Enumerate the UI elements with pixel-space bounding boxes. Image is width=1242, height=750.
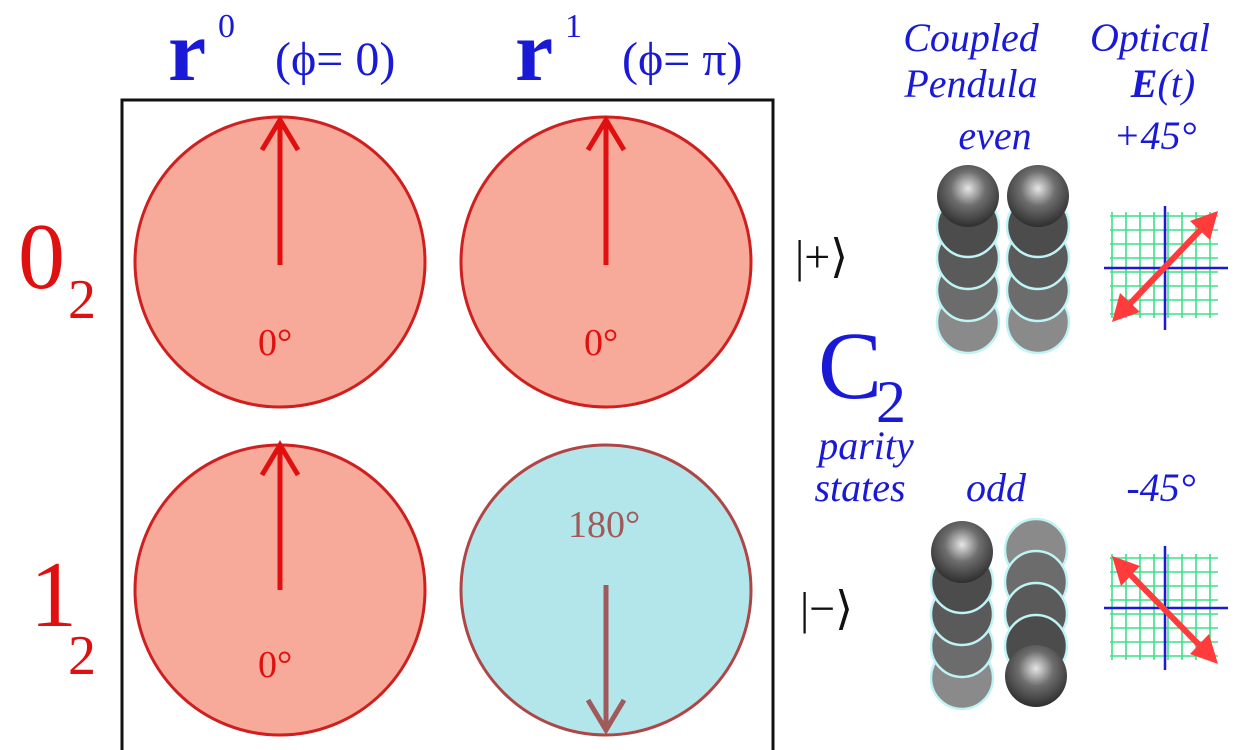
group-label-main: C <box>818 318 882 414</box>
pendula-odd-label: odd <box>946 468 1046 508</box>
col1-r-symbol: r <box>515 8 553 94</box>
pendula-even-label: even <box>940 116 1050 156</box>
optical-plus-angle: +45° <box>1090 116 1220 156</box>
optical-time-arg: (t) <box>1157 61 1195 106</box>
ket-minus: |−⟩ <box>800 586 853 632</box>
optical-title-line2: E(t) <box>1108 64 1218 104</box>
optical-field-symbol: E <box>1131 61 1158 106</box>
pendula-title-line2: Pendula <box>896 64 1046 104</box>
col0-phase-label: (ϕ= 0) <box>275 36 395 84</box>
disc-r0-row1 <box>135 445 425 735</box>
disc-r1-row1 <box>461 445 751 735</box>
pendula-even <box>937 165 1069 353</box>
field-plot-plus45 <box>1104 206 1228 330</box>
ket-plus: |+⟩ <box>795 234 848 280</box>
field-plot-minus45 <box>1104 546 1228 670</box>
col1-phase-label: (ϕ= π) <box>622 36 743 84</box>
row1-sub-label: 2 <box>68 628 96 684</box>
parity-label-line2: states <box>790 468 930 508</box>
optical-minus-angle: -45° <box>1096 468 1226 508</box>
col0-superscript: 0 <box>218 10 235 44</box>
col0-r-symbol: r <box>168 8 206 94</box>
cell-label-r1-row1: 180° <box>568 506 640 544</box>
row0-main-label: 0 <box>18 210 65 304</box>
pendula-title-line1: Coupled <box>896 18 1046 58</box>
pendula-odd <box>931 519 1067 709</box>
cell-label-r0-row1: 0° <box>258 646 292 684</box>
parity-label-line1: parity <box>796 426 936 466</box>
row0-sub-label: 2 <box>68 272 96 328</box>
col1-superscript: 1 <box>565 10 582 44</box>
cell-label-r0-row0: 0° <box>258 324 292 362</box>
cell-label-r1-row0: 0° <box>584 324 618 362</box>
optical-title-line1: Optical <box>1058 18 1242 58</box>
